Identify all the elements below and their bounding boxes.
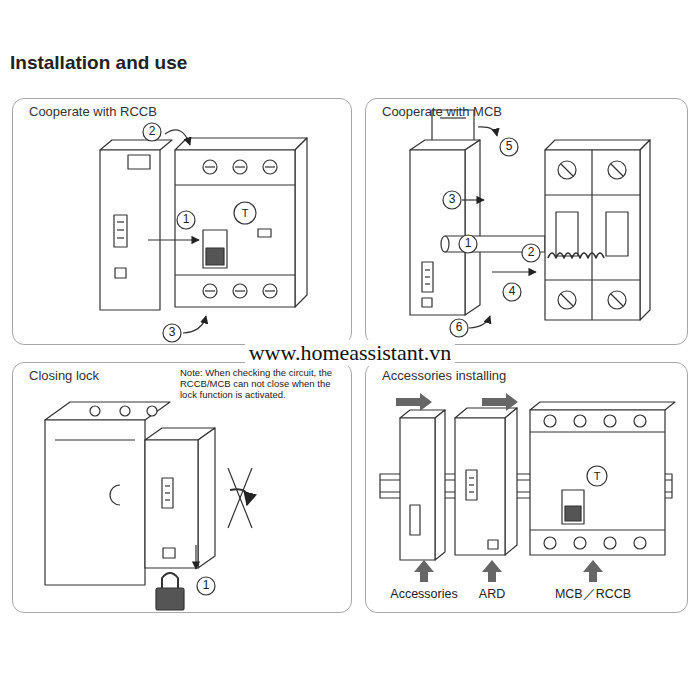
watermark: www.homeassistant.vn <box>245 340 456 365</box>
callout-number: 5 <box>506 140 513 154</box>
callout-number: 6 <box>456 321 463 335</box>
part-name: ARD <box>479 587 505 601</box>
page-title: Installation and use <box>10 52 187 74</box>
note-text: Note: When checking the circuit, the RCC… <box>180 368 340 401</box>
callout-number: 4 <box>509 285 516 299</box>
panel-heading: Closing lock <box>29 368 99 383</box>
panel-heading: Accessories installing <box>382 368 506 383</box>
callout-number: 1 <box>465 237 472 251</box>
callout-number: 1 <box>183 213 190 227</box>
panel-heading: Cooperate with RCCB <box>29 104 157 119</box>
part-name: MCB／RCCB <box>555 587 631 601</box>
callout-number: 3 <box>169 326 176 340</box>
callout-circle <box>163 324 181 342</box>
callout-circle <box>443 191 461 209</box>
callout-circle <box>450 319 468 337</box>
panel-box: Cooperate with RCCB <box>12 98 352 345</box>
panel-box: Accessories installing <box>365 362 688 613</box>
part-name: Accessories <box>390 587 457 601</box>
panel-heading: Cooperate with MCB <box>382 104 502 119</box>
test-button-mark: T <box>242 207 249 220</box>
callout-circle <box>459 235 477 253</box>
callout-number: 2 <box>528 246 535 260</box>
test-button-mark: T <box>594 470 601 483</box>
callout-circle <box>143 123 161 141</box>
callout-number: 1 <box>203 579 210 593</box>
panel-box: Cooperate with MCB <box>365 98 688 345</box>
callout-circle <box>177 211 195 229</box>
callout-circle <box>197 577 215 595</box>
callout-circle <box>522 244 540 262</box>
callout-number: 3 <box>449 193 456 207</box>
callout-number: 2 <box>149 125 156 139</box>
callout-circle <box>500 138 518 156</box>
callout-circle <box>503 283 521 301</box>
